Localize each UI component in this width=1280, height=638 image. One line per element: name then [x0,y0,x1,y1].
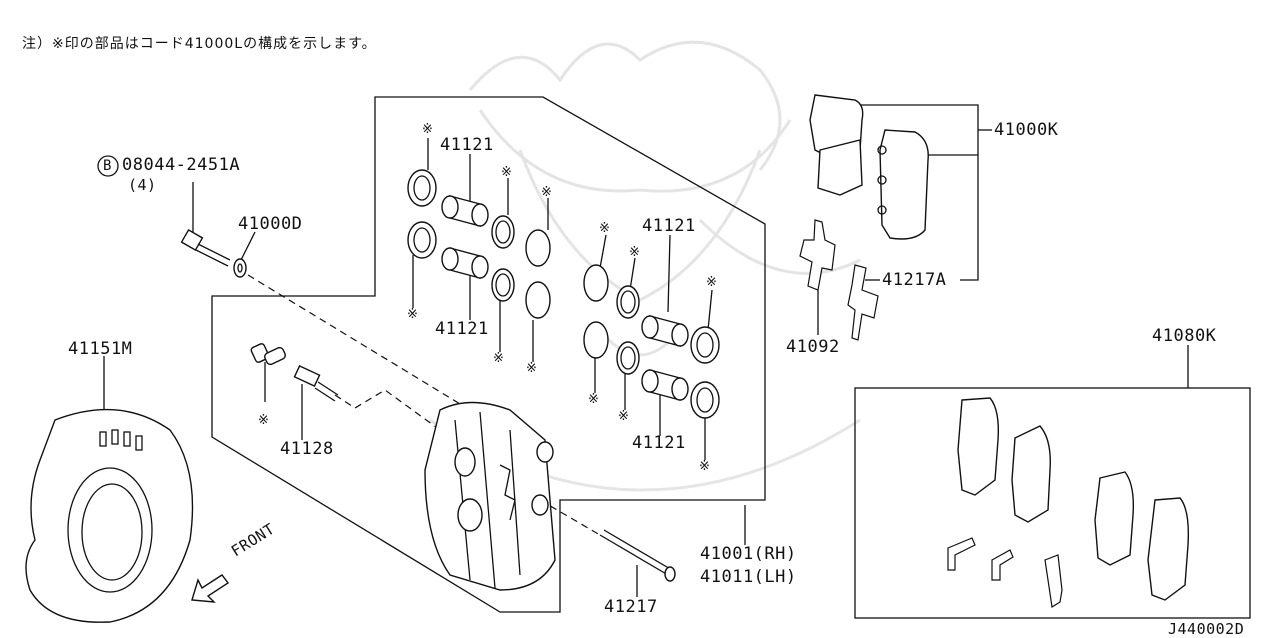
pistons-left [441,195,489,279]
bolt-symbol: B [103,158,112,174]
marker-symbol: ※ [588,392,599,407]
marker-symbol: ※ [422,122,433,137]
marker-symbol: ※ [501,165,512,180]
marker-symbol: ※ [541,185,552,200]
label-piston-lower-right: 41121 [632,433,686,453]
marker-symbol: ※ [526,361,537,376]
marker-symbol: ※ [599,221,610,236]
label-caliper-lh: 41011(LH) [700,567,797,587]
marker-symbol: ※ [493,351,504,366]
label-shim: 41217A [882,270,947,290]
bolt [180,228,231,267]
caliper-kit-outline [211,96,766,613]
label-clip: 41092 [786,337,840,357]
label-bolt-part: 08044-2451A [122,155,241,175]
label-pin-bolt: 41128 [280,439,334,459]
pad-set-parts [947,397,1190,608]
label-piston-upper-right: 41121 [642,216,696,236]
label-pin: 41217 [604,597,658,617]
label-caliper-rh: 41001(RH) [700,544,797,564]
label-bolt-qty: (4) [128,176,157,194]
marker-symbol: ※ [407,307,418,322]
pin-bolt [250,343,339,402]
label-piston-upper: 41121 [440,135,494,155]
pistons-right [641,315,689,401]
shim-clips [799,219,879,341]
label-pad-kit: 41000K [994,120,1059,140]
marker-symbol: ※ [618,409,629,424]
label-washer: 41000D [238,214,303,234]
seal-rings-right [583,264,720,419]
caliper-pin [599,529,676,582]
marker-symbol: ※ [706,275,717,290]
diagram-code: J440002D [1168,620,1245,638]
washer [233,258,247,278]
front-arrow [191,574,230,603]
pad-set-box [854,387,1251,619]
label-piston-lower-left: 41121 [435,319,489,339]
note-text: 注）※印の部品はコード41000Lの構成を示します。 [22,36,377,52]
assembly-lines [247,274,601,536]
marker-symbol: ※ [699,459,710,474]
marker-symbol: ※ [258,413,269,428]
bolt-symbol-circle [97,155,119,177]
label-dust-shield: 41151M [68,339,133,359]
label-pad-set: 41080K [1152,326,1217,346]
marker-symbol: ※ [629,245,640,260]
brake-pads-upper [809,94,929,240]
dust-shield [25,408,194,623]
caliper-body [424,401,556,591]
seal-rings-left [407,169,551,319]
